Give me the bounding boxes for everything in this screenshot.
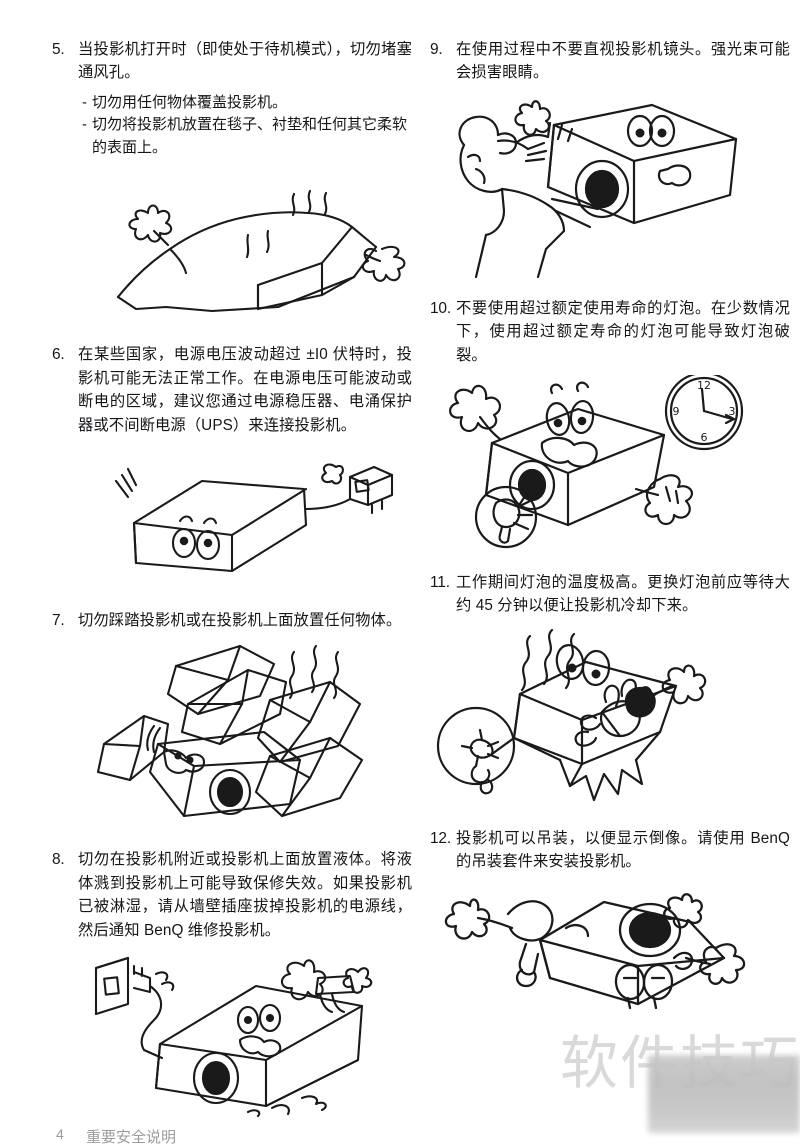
item-body: 在某些国家，电源电压波动超过 ±I0 伏特时，投影机可能无法正常工作。在电源电压…: [78, 343, 412, 437]
dash-bullet: -: [82, 93, 87, 111]
illustration-projector-unplug-from-wall-socket: [52, 948, 412, 1118]
item-number: 11.: [430, 574, 450, 592]
item-sub-list: - 切勿用任何物体覆盖投影机。 - 切勿将投影机放置在毯子、衬垫和任何其它柔软的…: [78, 92, 412, 160]
item-number: 6.: [52, 346, 65, 364]
item-number: 8.: [52, 851, 65, 869]
svg-text:12: 12: [697, 379, 711, 392]
illustration-person-shielding-eyes-from-beam: [430, 99, 790, 279]
sub-item: - 切勿将投影机放置在毯子、衬垫和任何其它柔软的表面上。: [82, 114, 412, 159]
list-item: 7. 切勿踩踏投影机或在投影机上面放置任何物体。: [52, 609, 412, 632]
illustration-projector-under-stacked-books: [52, 640, 412, 830]
list-item: 8. 切勿在投影机附近或投影机上面放置液体。将液体溅到投影机上可能导致保修失效。…: [52, 848, 412, 942]
item-text: 切勿在投影机附近或投影机上面放置液体。将液体溅到投影机上可能导致保修失效。如果投…: [78, 851, 412, 939]
illustration-hot-projector-with-fan: [430, 628, 790, 813]
left-column: 5. 当投影机打开时（即使处于待机模式），切勿堵塞通风孔。 - 切勿用任何物体覆…: [52, 38, 412, 1118]
list-item: 11. 工作期间灯泡的温度极高。更换灯泡前应等待大约 45 分钟以便让投影机冷却…: [430, 571, 790, 618]
footer-title: 重要安全说明: [86, 1129, 177, 1146]
illustration-projector-with-clock-and-lamp: 12 3 6 9: [430, 375, 790, 555]
content-columns: 5. 当投影机打开时（即使处于待机模式），切勿堵塞通风孔。 - 切勿用任何物体覆…: [52, 38, 792, 1118]
list-item: 12. 投影机可以吊装，以便显示倒像。请使用 BenQ 的吊装套件来安装投影机。: [430, 827, 790, 874]
item-number: 9.: [430, 41, 443, 58]
item-text: 投影机可以吊装，以便显示倒像。请使用 BenQ 的吊装套件来安装投影机。: [456, 829, 790, 871]
item-body: 切勿踩踏投影机或在投影机上面放置任何物体。: [78, 609, 412, 632]
item-body: 投影机可以吊装，以便显示倒像。请使用 BenQ 的吊装套件来安装投影机。: [456, 827, 790, 874]
item-body: 切勿在投影机附近或投影机上面放置液体。将液体溅到投影机上可能导致保修失效。如果投…: [78, 848, 412, 942]
watermark-blur-overlay: [648, 1055, 800, 1133]
illustration-projector-covered-by-cloth: [52, 169, 412, 319]
illustration-projector-with-power-adapter: [52, 447, 412, 587]
item-number: 5.: [52, 41, 65, 58]
svg-text:6: 6: [701, 431, 708, 444]
footer-page-number: 4: [56, 1126, 64, 1142]
list-item: 5. 当投影机打开时（即使处于待机模式），切勿堵塞通风孔。 - 切勿用任何物体覆…: [52, 38, 412, 159]
item-body: 在使用过程中不要直视投影机镜头。强光束可能会损害眼睛。: [456, 38, 790, 85]
item-text: 在某些国家，电源电压波动超过 ±I0 伏特时，投影机可能无法正常工作。在电源电压…: [78, 346, 412, 434]
item-number: 10.: [430, 299, 451, 317]
item-text: 不要使用超过额定使用寿命的灯泡。在少数情况下，使用超过额定寿命的灯泡可能导致灯泡…: [456, 299, 790, 364]
item-body: 不要使用超过额定使用寿命的灯泡。在少数情况下，使用超过额定寿命的灯泡可能导致灯泡…: [456, 297, 790, 367]
sub-item: - 切勿用任何物体覆盖投影机。: [82, 92, 412, 115]
list-item: 6. 在某些国家，电源电压波动超过 ±I0 伏特时，投影机可能无法正常工作。在电…: [52, 343, 412, 437]
item-number: 12.: [430, 829, 451, 847]
illustration-ceiling-mounted-inverted-projector: [430, 886, 790, 1076]
item-text: 工作期间灯泡的温度极高。更换灯泡前应等待大约 45 分钟以便让投影机冷却下来。: [456, 574, 790, 615]
dash-bullet: -: [82, 116, 87, 134]
list-item: 10. 不要使用超过额定使用寿命的灯泡。在少数情况下，使用超过额定寿命的灯泡可能…: [430, 297, 790, 367]
item-text: 当投影机打开时（即使处于待机模式），切勿堵塞通风孔。: [78, 41, 412, 82]
item-text: 在使用过程中不要直视投影机镜头。强光束可能会损害眼睛。: [456, 41, 790, 82]
item-text: 切勿踩踏投影机或在投影机上面放置任何物体。: [78, 611, 402, 629]
right-column: 9. 在使用过程中不要直视投影机镜头。强光束可能会损害眼睛。: [430, 38, 790, 1118]
svg-text:9: 9: [673, 405, 680, 418]
svg-text:3: 3: [729, 405, 736, 418]
item-body: 当投影机打开时（即使处于待机模式），切勿堵塞通风孔。 - 切勿用任何物体覆盖投影…: [78, 38, 412, 159]
item-body: 工作期间灯泡的温度极高。更换灯泡前应等待大约 45 分钟以便让投影机冷却下来。: [456, 571, 790, 618]
list-item: 9. 在使用过程中不要直视投影机镜头。强光束可能会损害眼睛。: [430, 38, 790, 85]
sub-item-text: 切勿用任何物体覆盖投影机。: [92, 93, 288, 111]
item-number: 7.: [52, 611, 65, 629]
sub-item-text: 切勿将投影机放置在毯子、衬垫和任何其它柔软的表面上。: [92, 116, 408, 156]
page-footer: 4 重要安全说明: [56, 1126, 176, 1147]
